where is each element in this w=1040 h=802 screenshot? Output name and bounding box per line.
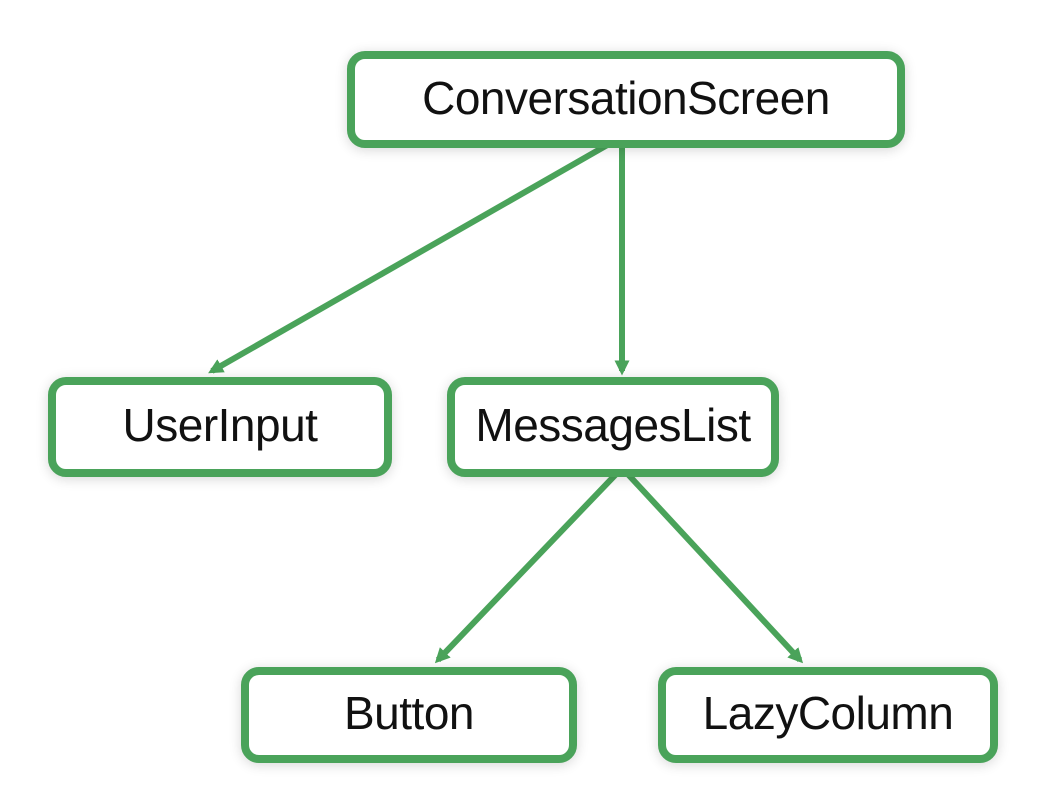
node-conversation-screen: ConversationScreen — [347, 51, 905, 148]
node-user-input: UserInput — [48, 377, 392, 477]
node-conversation-screen-label: ConversationScreen — [422, 71, 830, 124]
node-lazy-column: LazyColumn — [658, 667, 998, 763]
node-messages-list: MessagesList — [447, 377, 779, 477]
node-messages-list-label: MessagesList — [475, 399, 751, 451]
edge-messageslist-button-arrow — [434, 467, 623, 664]
edge-conversationscreen-userinput-arrow — [208, 137, 618, 374]
node-button: Button — [241, 667, 577, 763]
node-button-label: Button — [344, 687, 475, 739]
edge-messageslist-lazycolumn-arrow — [621, 467, 804, 664]
node-user-input-label: UserInput — [122, 399, 318, 451]
node-lazy-column-label: LazyColumn — [702, 687, 954, 739]
